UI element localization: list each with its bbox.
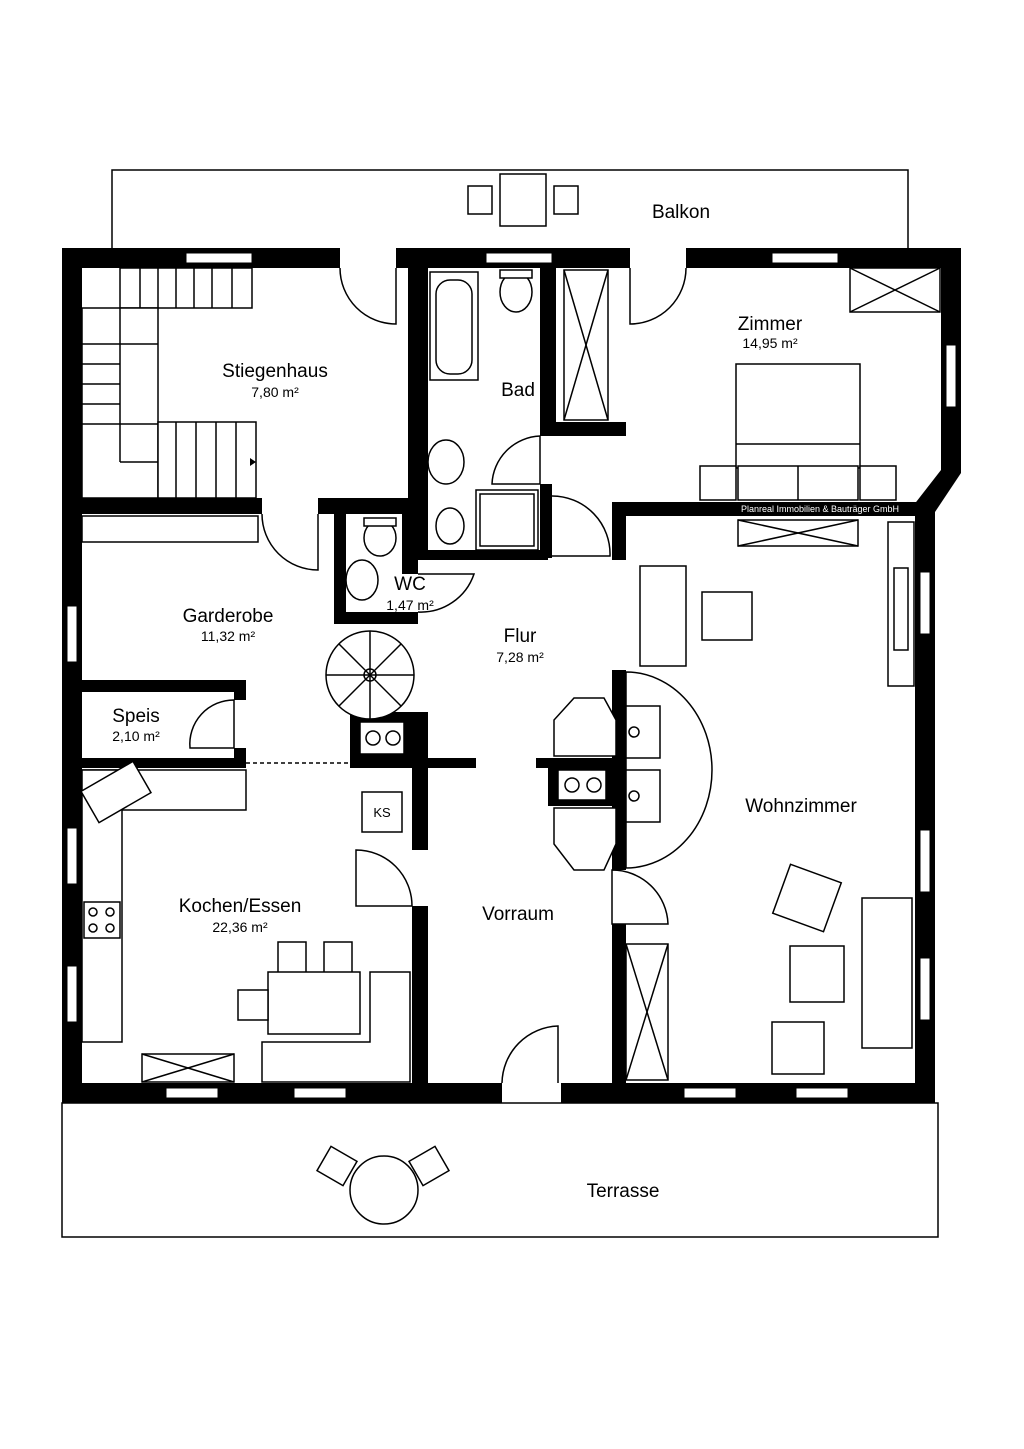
room-name-wohnzimmer: Wohnzimmer	[745, 796, 857, 817]
wohnzimmer-furniture	[553, 519, 915, 1081]
balkon-outline	[111, 169, 909, 248]
garderobe-wardrobe	[81, 515, 259, 543]
room-name-flur: Flur	[504, 626, 537, 647]
room-name-vorraum: Vorraum	[482, 904, 554, 925]
room-labels: Balkon Stiegenhaus 7,80 m² Bad Zimmer 14…	[112, 202, 857, 1202]
doors	[189, 267, 687, 1084]
room-name-terrasse: Terrasse	[587, 1181, 660, 1202]
outdoor-furniture	[315, 173, 579, 1225]
room-name-kochen: Kochen/Essen	[179, 896, 302, 917]
room-name-garderobe: Garderobe	[183, 606, 274, 627]
room-area-wc: 1,47 m²	[386, 597, 434, 613]
wc-fixtures	[345, 517, 397, 601]
chimney-flues	[359, 721, 607, 801]
bad-fixtures	[427, 269, 609, 551]
ks-label: KS	[373, 805, 391, 820]
room-name-speis: Speis	[112, 706, 160, 727]
room-name-stiegenhaus: Stiegenhaus	[222, 361, 328, 382]
watermark: Planreal Immobilien & Bauträger GmbH	[741, 504, 899, 514]
room-area-zimmer: 14,95 m²	[742, 335, 798, 351]
room-name-zimmer: Zimmer	[738, 314, 803, 335]
room-name-wc: WC	[394, 574, 426, 595]
staircase	[81, 267, 257, 499]
spiral-staircase	[325, 630, 415, 720]
room-name-bad: Bad	[501, 380, 535, 401]
room-area-speis: 2,10 m²	[112, 728, 160, 744]
room-area-stiegenhaus: 7,80 m²	[251, 384, 299, 400]
room-area-kochen: 22,36 m²	[212, 919, 268, 935]
room-area-garderobe: 11,32 m²	[201, 628, 256, 644]
kitchen-furniture	[79, 760, 411, 1083]
room-area-flur: 7,28 m²	[496, 649, 544, 665]
room-name-balkon: Balkon	[652, 202, 710, 223]
watermark-text: Planreal Immobilien & Bauträger GmbH	[741, 504, 899, 514]
windows	[66, 252, 957, 1099]
terrasse-outline	[61, 1102, 939, 1238]
zimmer-furniture	[699, 267, 941, 501]
